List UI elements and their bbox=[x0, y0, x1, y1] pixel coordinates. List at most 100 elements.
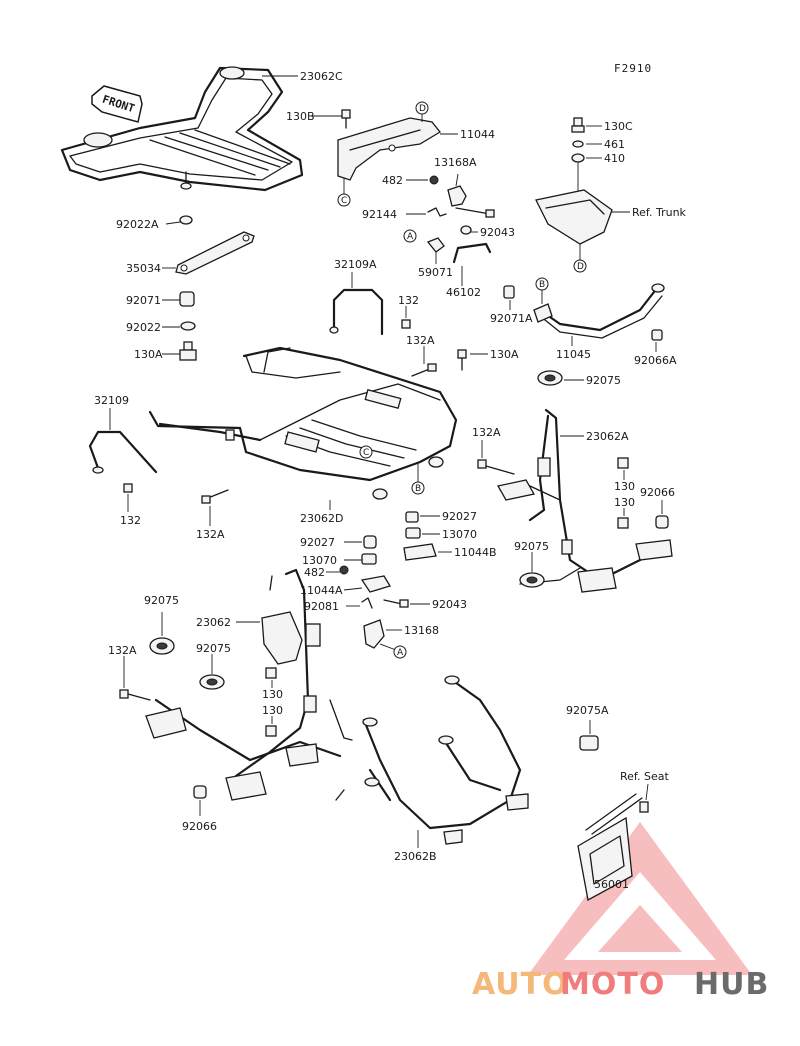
watermark-logo bbox=[528, 822, 752, 975]
part-label-92066-b: 92066 bbox=[182, 820, 217, 833]
frame-23062 bbox=[145, 568, 342, 801]
figure-code: F2910 bbox=[614, 62, 652, 75]
part-130c bbox=[571, 117, 585, 133]
part-92043-mid bbox=[383, 599, 409, 608]
part-92027-a bbox=[363, 535, 377, 549]
part-label-23062: 23062 bbox=[196, 616, 231, 629]
part-label-130-d: 130 bbox=[262, 704, 283, 717]
part-130a-right bbox=[457, 349, 467, 371]
part-11044b bbox=[403, 543, 437, 561]
part-482-top bbox=[429, 175, 439, 185]
trunk-bracket bbox=[535, 162, 613, 260]
part-label-92075-b: 92075 bbox=[514, 540, 549, 553]
part-92075-d bbox=[199, 674, 225, 690]
part-label-92066a: 92066A bbox=[634, 354, 677, 367]
part-92066-b bbox=[193, 785, 207, 799]
part-461 bbox=[572, 140, 584, 148]
part-label-132-top: 132 bbox=[398, 294, 419, 307]
part-label-13168: 13168 bbox=[404, 624, 439, 637]
part-13168 bbox=[363, 619, 385, 649]
part-132a-b bbox=[477, 459, 515, 475]
part-35034 bbox=[175, 231, 255, 275]
watermark-moto: MOTO bbox=[560, 967, 665, 1002]
front-arrow: FRONT bbox=[91, 85, 143, 123]
svg-text:C: C bbox=[363, 448, 369, 458]
part-130b bbox=[341, 109, 351, 129]
svg-text:C: C bbox=[341, 196, 347, 206]
front-rack-23062c bbox=[60, 66, 304, 192]
part-92081 bbox=[361, 597, 373, 609]
handle-32109 bbox=[88, 430, 158, 474]
part-label-32109: 32109 bbox=[94, 394, 129, 407]
part-label-23062d: 23062D bbox=[300, 512, 343, 525]
part-130-c bbox=[265, 667, 277, 679]
part-label-132a-d: 132A bbox=[108, 644, 137, 657]
part-label-132a-a: 132A bbox=[406, 334, 435, 347]
svg-text:B: B bbox=[415, 484, 421, 494]
svg-text:A: A bbox=[407, 232, 414, 242]
part-46102 bbox=[452, 242, 492, 264]
part-13070-a bbox=[361, 553, 377, 565]
marker-d-right: D bbox=[573, 259, 587, 273]
part-label-11044: 11044 bbox=[460, 128, 495, 141]
part-label-132a-b: 132A bbox=[472, 426, 501, 439]
frame-23062a bbox=[496, 408, 673, 593]
tube-11045 bbox=[533, 283, 665, 339]
part-label-92043-mid: 92043 bbox=[432, 598, 467, 611]
part-label-482-mid: 482 bbox=[304, 566, 325, 579]
part-13168a bbox=[447, 185, 467, 207]
svg-text:B: B bbox=[539, 280, 545, 290]
part-92066-a bbox=[655, 515, 669, 529]
part-92027-b bbox=[405, 511, 419, 523]
part-92075-a bbox=[537, 370, 563, 386]
part-label-92075-c: 92075 bbox=[144, 594, 179, 607]
watermark-auto: AUTO bbox=[472, 967, 569, 1002]
part-label-92071: 92071 bbox=[126, 294, 161, 307]
part-label-130-b: 130 bbox=[614, 496, 635, 509]
watermark-hub: HUB bbox=[694, 967, 769, 1002]
part-label-11044a: 11044A bbox=[300, 584, 343, 597]
part-11044a bbox=[360, 575, 391, 593]
part-130a-left bbox=[179, 341, 197, 361]
part-label-23062c: 23062C bbox=[300, 70, 343, 83]
part-label-482-top: 482 bbox=[382, 174, 403, 187]
part-label-92144: 92144 bbox=[362, 208, 397, 221]
part-132a-d bbox=[119, 689, 151, 701]
bracket-11044 bbox=[337, 114, 441, 194]
rear-rack-23062d bbox=[148, 346, 458, 500]
part-label-132-left: 132 bbox=[120, 514, 141, 527]
svg-text:D: D bbox=[577, 262, 584, 272]
part-label-92027-a: 92027 bbox=[300, 536, 335, 549]
part-482-mid bbox=[339, 565, 349, 575]
part-label-130b: 130B bbox=[286, 110, 315, 123]
part-92022 bbox=[180, 321, 196, 331]
part-130-b bbox=[617, 517, 629, 529]
part-13070-b bbox=[405, 527, 421, 539]
part-label-92027-b: 92027 bbox=[442, 510, 477, 523]
marker-c-mid: C bbox=[359, 445, 373, 459]
part-92066a bbox=[651, 329, 663, 341]
part-label-46102: 46102 bbox=[446, 286, 481, 299]
part-label-130c: 130C bbox=[604, 120, 633, 133]
part-label-92066-a: 92066 bbox=[640, 486, 675, 499]
part-130-a bbox=[617, 457, 629, 469]
part-label-92022: 92022 bbox=[126, 321, 161, 334]
part-92071a bbox=[503, 285, 515, 299]
part-label-59071: 59071 bbox=[418, 266, 453, 279]
marker-b-right: B bbox=[535, 277, 549, 291]
part-label-13168a: 13168A bbox=[434, 156, 477, 169]
part-label-56001: 56001 bbox=[594, 878, 629, 891]
part-label-92043-top: 92043 bbox=[480, 226, 515, 239]
part-132a-a bbox=[411, 363, 437, 377]
part-410 bbox=[571, 153, 585, 163]
part-label-92075-a: 92075 bbox=[586, 374, 621, 387]
watermark-wordmark: AUTO MOTO HUB bbox=[472, 967, 769, 1002]
part-label-92022a: 92022A bbox=[116, 218, 159, 231]
handle-32109a bbox=[329, 288, 384, 336]
part-label-461: 461 bbox=[604, 138, 625, 151]
marker-d-top: D bbox=[415, 101, 429, 115]
part-92022a bbox=[179, 215, 193, 225]
ref-trunk-label: Ref. Trunk bbox=[632, 206, 687, 219]
part-label-11044b: 11044B bbox=[454, 546, 497, 559]
